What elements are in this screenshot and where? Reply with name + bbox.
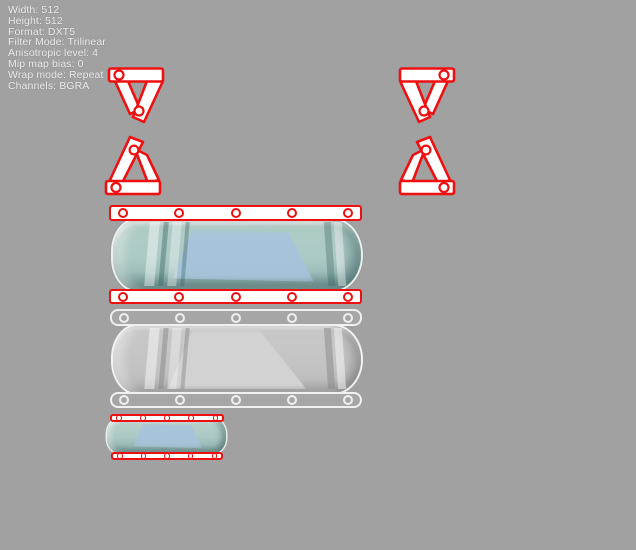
info-format: Format: DXT5 <box>8 25 76 38</box>
rivet-hole <box>175 312 185 323</box>
rivet-hole <box>286 208 297 218</box>
glass-stripe <box>144 222 160 286</box>
rivet-strip-small-bottom <box>111 452 223 460</box>
rivet-hole <box>287 312 297 323</box>
rivet-strip-red-top <box>109 205 362 221</box>
bracket-island-down-left <box>107 66 167 128</box>
windshield-glass-color <box>113 220 361 290</box>
windshield-glass-small <box>107 419 226 453</box>
glass-blue-reflection <box>133 423 203 449</box>
glass-stripe <box>333 328 347 389</box>
rivet-strip-gray-bottom <box>110 392 362 408</box>
rivet-hole <box>117 453 123 459</box>
rivet-hole <box>119 395 129 405</box>
rivet-hole <box>118 208 128 218</box>
rivet-hole <box>175 395 185 405</box>
bracket-island-up-left <box>104 135 164 197</box>
rivet-hole <box>343 291 353 302</box>
rivet-hole <box>140 415 146 421</box>
rivet-hole <box>343 312 353 323</box>
rivet-hole <box>188 415 194 421</box>
rivet-hole <box>231 312 241 323</box>
glass-stripe <box>333 222 347 286</box>
rivet-hole <box>211 453 217 459</box>
rivet-strip-red-bottom <box>109 289 362 304</box>
info-mip-bias: Mip map bias: 0 <box>8 57 84 70</box>
glass-stripe <box>323 328 336 389</box>
rivet-hole <box>231 395 241 405</box>
rivet-hole <box>286 291 297 302</box>
rivet-hole <box>174 291 185 302</box>
rivet-hole <box>212 415 218 421</box>
rivet-hole <box>230 208 241 218</box>
texture-info-panel: Width: 512 Height: 512 Format: DXT5 Filt… <box>8 5 106 91</box>
rivet-hole <box>174 208 185 218</box>
rivet-hole <box>118 291 128 302</box>
rivet-hole <box>343 208 353 218</box>
info-height: Height: 512 <box>8 14 63 27</box>
rivet-hole <box>140 453 147 459</box>
rivet-hole <box>230 291 241 302</box>
rivet-strip-gray-top <box>110 309 362 326</box>
rivet-hole <box>164 415 170 421</box>
bracket-island-down-right <box>396 66 456 128</box>
info-filter-mode: Filter Mode: Trilinear <box>8 36 106 49</box>
rivet-hole <box>164 453 170 459</box>
rivet-hole <box>116 415 122 421</box>
rivet-hole <box>119 312 129 323</box>
bracket-island-up-right <box>396 135 456 197</box>
rivet-hole <box>287 395 297 405</box>
glass-blue-reflection <box>172 229 314 282</box>
rivet-hole <box>187 453 194 459</box>
info-channels: Channels: BGRA <box>8 79 90 92</box>
info-width: Width: 512 <box>8 4 60 16</box>
rivet-hole <box>343 395 353 405</box>
info-wrap-mode: Wrap mode: Repeat <box>8 68 104 81</box>
windshield-glass-grayscale <box>113 326 361 393</box>
glass-stripe <box>144 328 160 389</box>
rivet-strip-small-top <box>110 414 224 422</box>
info-aniso-level: Anisotropic level: 4 <box>8 47 99 60</box>
